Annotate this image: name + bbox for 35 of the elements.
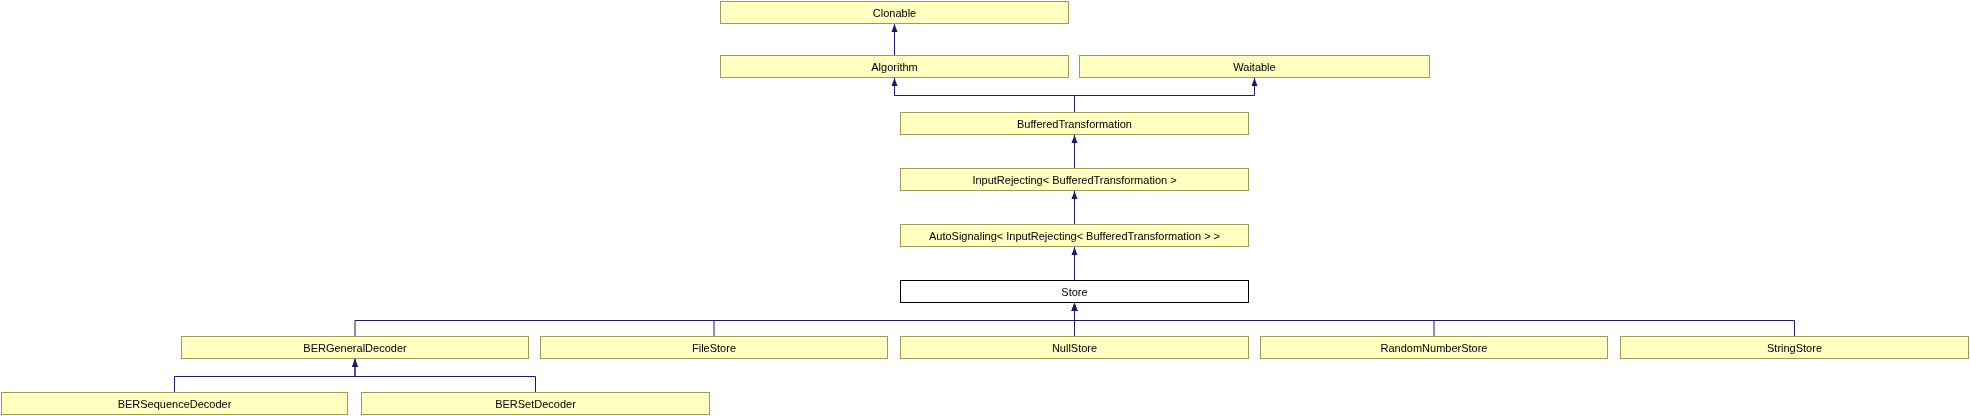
class-box (1079, 55, 1430, 78)
class-box (900, 224, 1249, 247)
class-name: RandomNumberStore (1380, 341, 1488, 354)
class-name: NullStore (1051, 341, 1098, 354)
class-name: Waitable (1233, 60, 1276, 73)
class-box (900, 280, 1249, 303)
class-name: BERSetDecoder (495, 397, 576, 410)
class-name: BERSequenceDecoder (117, 397, 232, 410)
inheritance-arrow (352, 358, 536, 393)
class-name: Clonable (872, 6, 917, 19)
class-box (1, 392, 348, 415)
class-box (720, 1, 1069, 24)
class-name: BERGeneralDecoder (303, 341, 407, 354)
inheritance-arrow (891, 23, 898, 56)
class-name: InputRejecting< BufferedTransformation > (972, 173, 1177, 186)
class-name: StringStore (1767, 341, 1822, 354)
inheritance-arrow (1071, 302, 1795, 337)
class-box (900, 336, 1249, 359)
class-box (540, 336, 888, 359)
class-name: FileStore (692, 341, 736, 354)
class-box (900, 168, 1249, 191)
class-box (361, 392, 710, 415)
inheritance-arrow (1071, 190, 1078, 225)
class-name: AutoSignaling< InputRejecting< BufferedTransformation > > (928, 229, 1221, 242)
class-name: BufferedTransformation (1017, 117, 1132, 130)
class-box (1260, 336, 1608, 359)
inheritance-arrow (1071, 134, 1078, 169)
class-box (900, 112, 1249, 135)
inheritance-arrow (1071, 246, 1078, 281)
class-box (1620, 336, 1969, 359)
class-name: Algorithm (871, 60, 918, 73)
class-box (181, 336, 529, 359)
class-name: Store (1061, 285, 1088, 298)
class-box (720, 55, 1069, 78)
inheritance-arrow (1074, 77, 1258, 113)
